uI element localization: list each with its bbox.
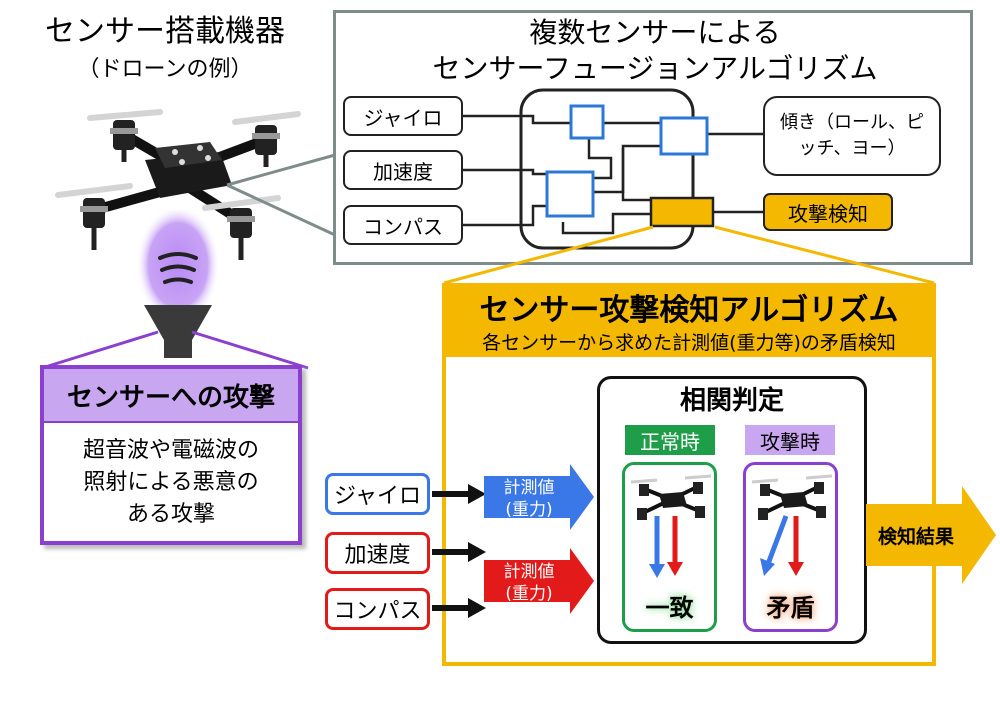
- detection-header: [446, 287, 932, 357]
- normal-case-box: [622, 462, 717, 632]
- measure-arrow-red: [484, 548, 594, 614]
- measure-label-blue-2: (重力): [505, 499, 553, 520]
- attack-label: 攻撃時: [745, 425, 835, 455]
- fusion-output-tilt: 傾き（ロール、ピッチ、ヨー）: [763, 96, 941, 176]
- device-title: センサー搭載機器: [45, 14, 285, 49]
- device-subtitle: （ドローンの例）: [77, 57, 253, 82]
- fusion-output-detect: 攻撃検知: [763, 193, 893, 231]
- fusion-title-line1: 複数センサーによる: [529, 16, 781, 49]
- attack-panel: センサーへの攻撃 超音波や電磁波の照射による悪意のある攻撃: [40, 365, 302, 545]
- fusion-connector: [226, 153, 336, 237]
- normal-result: 一致: [645, 593, 694, 622]
- fusion-title-line2: センサーフュージョンアルゴリズム: [432, 52, 878, 85]
- measure-label-red-1: 計測値: [503, 561, 555, 582]
- fusion-input-gyro: ジャイロ: [343, 96, 463, 136]
- detect-input-compass: コンパス: [325, 588, 430, 630]
- measure-arrow-blue: [484, 464, 594, 530]
- correlation-title: 相関判定: [679, 385, 784, 416]
- result-arrow: [866, 486, 996, 584]
- measure-label-blue-1: 計測値: [503, 477, 555, 498]
- normal-drone-icon: [630, 474, 712, 578]
- attack-connector: [41, 330, 309, 370]
- attack-title: センサーへの攻撃: [44, 369, 298, 423]
- attack-drone-icon: [751, 474, 833, 576]
- attack-description: 超音波や電磁波の照射による悪意のある攻撃: [82, 438, 259, 527]
- attack-result: 矛盾: [766, 593, 815, 622]
- result-label: 検知結果: [877, 525, 954, 548]
- attack-emitter: [136, 210, 220, 358]
- input-arrows: [432, 484, 486, 618]
- measure-label-red-2: (重力): [505, 583, 553, 604]
- normal-label: 正常時: [625, 425, 715, 455]
- detection-subtitle: 各センサーから求めた計測値(重力等)の矛盾検知: [482, 331, 896, 354]
- detect-input-gyro: ジャイロ: [325, 473, 430, 515]
- detection-title: センサー攻撃検知アルゴリズム: [479, 293, 899, 328]
- drone-illustration: [55, 109, 301, 260]
- detection-connector: [443, 225, 935, 285]
- fusion-network: [463, 88, 763, 250]
- detect-input-accel: 加速度: [325, 532, 430, 574]
- fusion-input-compass: コンパス: [343, 205, 463, 245]
- fusion-input-accel: 加速度: [343, 150, 463, 190]
